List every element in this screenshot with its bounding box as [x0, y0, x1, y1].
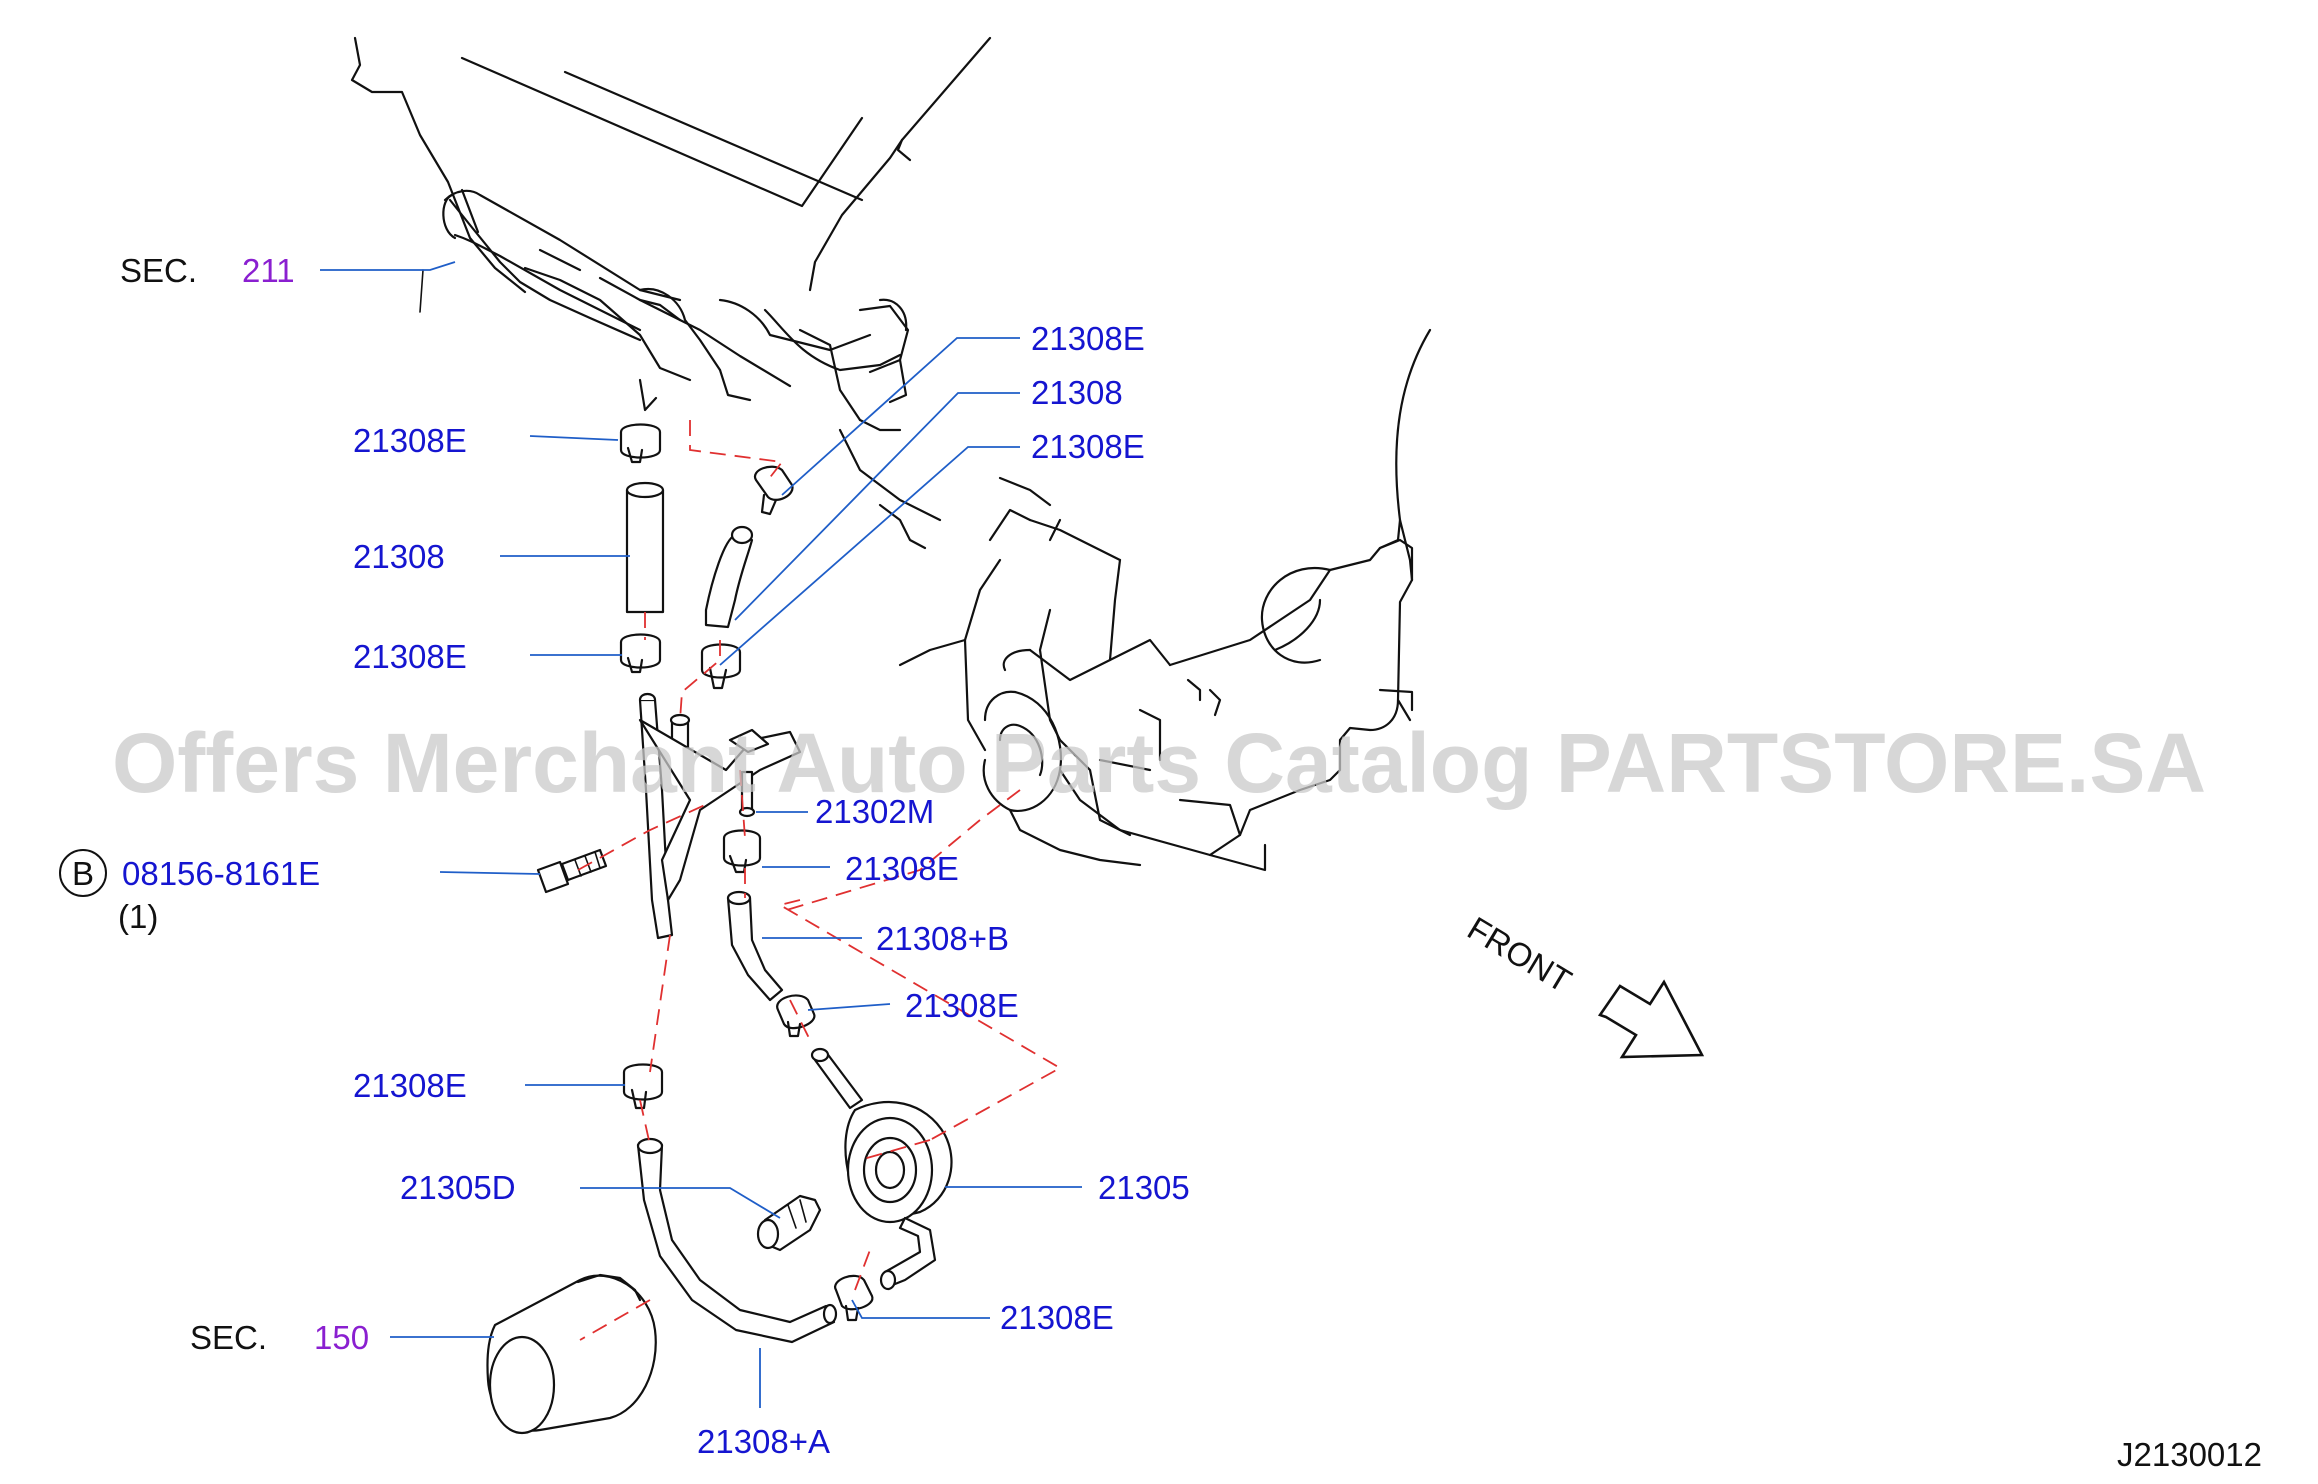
callout-21308a[interactable]: 21308+A — [697, 1423, 830, 1460]
hose-21308a — [636, 1137, 838, 1344]
hose-21308b — [726, 890, 784, 1002]
upper-hose-assembly — [619, 423, 665, 674]
bolt-quantity: (1) — [118, 898, 158, 935]
hose-clamp-lower-left — [619, 633, 662, 669]
hose-clamp-lower-right — [700, 643, 742, 679]
callout-21308b[interactable]: 21308+B — [876, 920, 1009, 957]
callout-21308e-bottom[interactable]: 21308E — [1000, 1299, 1114, 1336]
section-prefix: SEC. — [190, 1319, 267, 1356]
oil-pipe-bracket — [638, 692, 802, 940]
section-ref-150: SEC. 150 — [190, 1319, 369, 1356]
oil-cooler — [810, 1047, 953, 1291]
callout-21308e-mid-left[interactable]: 21308E — [353, 638, 467, 675]
front-label: FRONT — [1461, 909, 1577, 999]
front-direction-indicator: FRONT — [1461, 909, 1705, 1059]
assembly-guide-lines — [577, 420, 1062, 1341]
section-link-211[interactable]: 211 — [242, 252, 295, 289]
callout-21308e-mid-right[interactable]: 21308E — [845, 850, 959, 887]
section-ref-211: SEC. 211 — [120, 252, 295, 289]
callout-08156-8161e[interactable]: 08156-8161E — [122, 855, 320, 892]
callout-21308-top-right[interactable]: 21308 — [1031, 374, 1123, 411]
transmission-outline — [838, 328, 1432, 872]
section-prefix: SEC. — [120, 252, 197, 289]
section-link-150[interactable]: 150 — [314, 1319, 369, 1356]
upper-hose-right — [700, 465, 794, 690]
callout-21308e-lower-right[interactable]: 21308E — [905, 987, 1019, 1024]
bolt-08156 — [536, 848, 608, 894]
clamp-lower-mid — [776, 994, 816, 1038]
clamp-lower-left — [622, 1063, 664, 1110]
callout-21308e-lower-left[interactable]: 21308E — [353, 1067, 467, 1104]
clamp-bottom — [834, 1274, 874, 1322]
callout-21305[interactable]: 21305 — [1098, 1169, 1190, 1206]
callout-21308e-upper-right[interactable]: 21308E — [1031, 428, 1145, 465]
hose-clamp-upper-left — [619, 423, 662, 459]
callout-21305d[interactable]: 21305D — [400, 1169, 516, 1206]
hose-21308-right — [704, 533, 754, 629]
callout-21308-left[interactable]: 21308 — [353, 538, 445, 575]
callout-leaders — [320, 261, 1082, 1408]
callout-21308e-upper-left[interactable]: 21308E — [353, 422, 467, 459]
callout-21302m[interactable]: 21302M — [815, 793, 934, 830]
clamp-mid — [722, 829, 762, 874]
bolt-marker-circle — [59, 849, 107, 897]
callout-21308e-top[interactable]: 21308E — [1031, 320, 1145, 357]
connector-21305d — [756, 1194, 822, 1252]
hose-21308-left — [625, 488, 665, 614]
bolt-callout: B 08156-8161E (1) — [59, 849, 320, 935]
diagram-code: J2130012 — [2117, 1436, 2262, 1473]
watermark-text: Offers Merchant Auto Parts Catalog PARTS… — [112, 716, 2206, 810]
front-arrow-icon — [1597, 979, 1705, 1059]
engine-block-outline — [350, 36, 992, 432]
oil-filter — [486, 1273, 657, 1435]
bolt-marker-letter: B — [72, 855, 94, 892]
